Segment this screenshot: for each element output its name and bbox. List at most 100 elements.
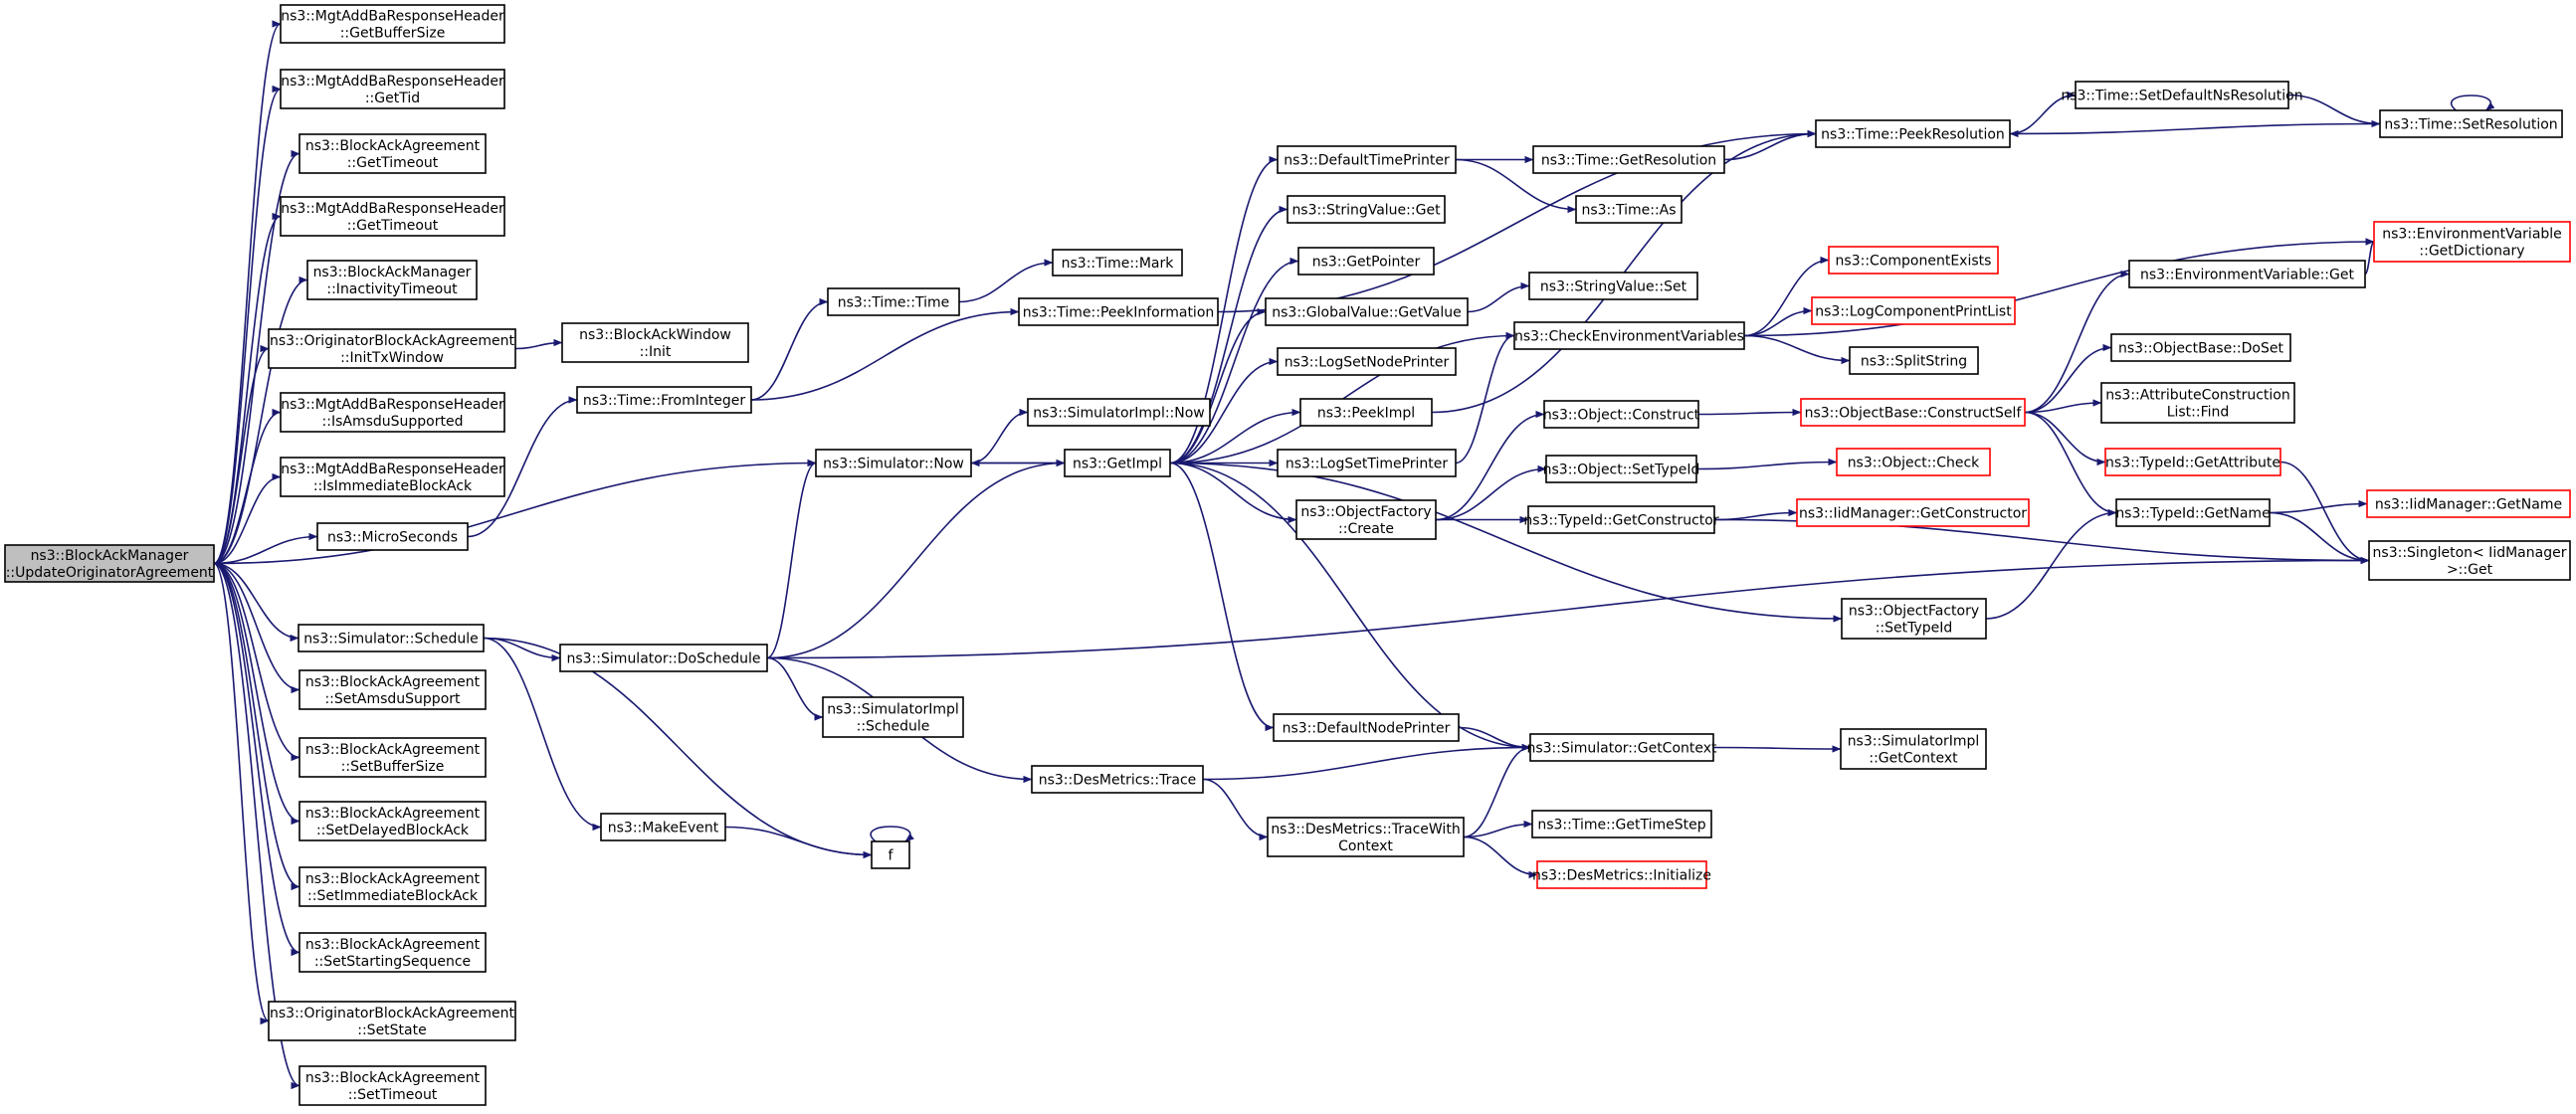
node-logCompPrint[interactable]: ns3::LogComponentPrintList bbox=[1811, 296, 2016, 325]
node-initTx[interactable]: ns3::OriginatorBlockAckAgreement::InitTx… bbox=[268, 328, 516, 369]
node-desInit[interactable]: ns3::DesMetrics::Initialize bbox=[1532, 860, 1711, 889]
node-box bbox=[2115, 498, 2271, 527]
node-f[interactable]: f bbox=[871, 840, 910, 869]
node-isImm[interactable]: ns3::MgtAddBaResponseHeader::IsImmediate… bbox=[280, 457, 505, 497]
node-getTimeoutAgr[interactable]: ns3::BlockAckAgreement::GetTimeout bbox=[298, 133, 487, 174]
node-envVarGet[interactable]: ns3::EnvironmentVariable::Get bbox=[2128, 260, 2366, 288]
node-simImplSched[interactable]: ns3::SimulatorImpl::Schedule bbox=[822, 696, 964, 738]
node-getTid[interactable]: ns3::MgtAddBaResponseHeader::GetTid bbox=[280, 69, 505, 109]
node-setAmsdu[interactable]: ns3::BlockAckAgreement::SetAmsduSupport bbox=[298, 669, 487, 710]
node-strValGet[interactable]: ns3::StringValue::Get bbox=[1287, 195, 1446, 224]
node-strValSet[interactable]: ns3::StringValue::Set bbox=[1528, 272, 1698, 300]
node-objConstruct[interactable]: ns3::Object::Construct bbox=[1543, 400, 1700, 429]
node-objSetTid[interactable]: ns3::Object::SetTypeId bbox=[1543, 455, 1700, 483]
node-objFactSetTid[interactable]: ns3::ObjectFactory::SetTypeId bbox=[1841, 598, 1987, 640]
node-box bbox=[559, 644, 768, 672]
node-setState[interactable]: ns3::OriginatorBlockAckAgreement::SetSta… bbox=[268, 1001, 516, 1041]
node-peekRes[interactable]: ns3::Time::PeekResolution bbox=[1815, 119, 2011, 148]
node-tidGetAttr[interactable]: ns3::TypeId::GetAttribute bbox=[2104, 448, 2281, 476]
node-getImpl[interactable]: ns3::GetImpl bbox=[1064, 449, 1171, 477]
node-timeAs[interactable]: ns3::Time::As bbox=[1575, 195, 1683, 224]
node-micro[interactable]: ns3::MicroSeconds bbox=[316, 522, 469, 551]
node-compExists[interactable]: ns3::ComponentExists bbox=[1828, 246, 1999, 275]
node-simImplGetCtx[interactable]: ns3::SimulatorImpl::GetContext bbox=[1840, 728, 1987, 770]
node-getTimeStep[interactable]: ns3::Time::GetTimeStep bbox=[1531, 810, 1712, 838]
node-label: ns3::OriginatorBlockAckAgreement bbox=[270, 333, 514, 349]
node-splitString[interactable]: ns3::SplitString bbox=[1849, 346, 1979, 375]
node-objBaseDoSet[interactable]: ns3::ObjectBase::DoSet bbox=[2110, 333, 2291, 362]
node-fromInt[interactable]: ns3::Time::FromInteger bbox=[576, 386, 752, 414]
node-label: ns3::SimulatorImpl bbox=[1848, 734, 1980, 750]
node-objBaseCS[interactable]: ns3::ObjectBase::ConstructSelf bbox=[1800, 398, 2026, 427]
node-root[interactable]: ns3::BlockAckManager::UpdateOriginatorAg… bbox=[4, 544, 215, 583]
node-label: ns3::MgtAddBaResponseHeader bbox=[281, 462, 504, 477]
node-setImm[interactable]: ns3::BlockAckAgreement::SetImmediateBloc… bbox=[298, 866, 487, 907]
node-label: ::UpdateOriginatorAgreement bbox=[6, 565, 214, 581]
node-iidGetName[interactable]: ns3::IidManager::GetName bbox=[2366, 489, 2571, 518]
call-edge-checkEnv-to-compExists bbox=[1743, 256, 1830, 337]
call-edge-setRes-to-setRes bbox=[2450, 94, 2495, 111]
node-label: ns3::SimulatorImpl::Now bbox=[1033, 406, 1205, 422]
node-peekInfo[interactable]: ns3::Time::PeekInformation bbox=[1018, 297, 1219, 326]
node-box bbox=[306, 260, 478, 300]
node-setRes[interactable]: ns3::Time::SetResolution bbox=[2379, 109, 2563, 138]
node-inactivity[interactable]: ns3::BlockAckManager::InactivityTimeout bbox=[306, 260, 478, 300]
node-logSetNode[interactable]: ns3::LogSetNodePrinter bbox=[1277, 347, 1457, 376]
node-objCheck[interactable]: ns3::Object::Check bbox=[1836, 448, 1991, 476]
node-getPointer[interactable]: ns3::GetPointer bbox=[1297, 247, 1435, 276]
node-box bbox=[280, 457, 505, 497]
node-logSetTime[interactable]: ns3::LogSetTimePrinter bbox=[1277, 449, 1457, 477]
node-simGetContext[interactable]: ns3::Simulator::GetContext bbox=[1526, 733, 1717, 762]
node-tidGetName[interactable]: ns3::TypeId::GetName bbox=[2115, 498, 2271, 527]
node-getTimeoutHdr[interactable]: ns3::MgtAddBaResponseHeader::GetTimeout bbox=[280, 196, 505, 237]
node-label: ::InactivityTimeout bbox=[326, 281, 458, 297]
node-label: ns3::BlockAckAgreement bbox=[305, 138, 481, 154]
node-defTimePrinter[interactable]: ns3::DefaultTimePrinter bbox=[1277, 145, 1457, 174]
node-schedule[interactable]: ns3::Simulator::Schedule bbox=[297, 624, 485, 652]
node-label: ns3::BlockAckAgreement bbox=[305, 674, 481, 690]
node-setTimeout[interactable]: ns3::BlockAckAgreement::SetTimeout bbox=[298, 1065, 487, 1106]
call-edge-defTimePrinter-to-timeAs bbox=[1455, 158, 1577, 214]
node-label: ::GetContext bbox=[1869, 751, 1958, 767]
node-getResolution[interactable]: ns3::Time::GetResolution bbox=[1532, 145, 1725, 174]
node-timeMark[interactable]: ns3::Time::Mark bbox=[1052, 249, 1183, 277]
node-setDelayed[interactable]: ns3::BlockAckAgreement::SetDelayedBlockA… bbox=[298, 801, 487, 841]
node-label: ns3::Time::GetTimeStep bbox=[1537, 818, 1705, 834]
node-isAmsdu[interactable]: ns3::MgtAddBaResponseHeader::IsAmsduSupp… bbox=[280, 392, 505, 433]
node-label: ns3::Singleton< IidManager bbox=[2373, 545, 2567, 561]
node-box bbox=[1299, 398, 1433, 427]
node-makeEvent[interactable]: ns3::MakeEvent bbox=[600, 813, 726, 841]
node-checkEnv[interactable]: ns3::CheckEnvironmentVariables bbox=[1513, 321, 1745, 350]
node-defNodePrinter[interactable]: ns3::DefaultNodePrinter bbox=[1273, 713, 1460, 742]
node-timeTime[interactable]: ns3::Time::Time bbox=[827, 287, 960, 316]
node-tidGetCtor[interactable]: ns3::TypeId::GetConstructor bbox=[1523, 505, 1719, 534]
node-label: ns3::StringValue::Get bbox=[1291, 203, 1441, 219]
node-bawInit[interactable]: ns3::BlockAckWindow::Init bbox=[561, 322, 749, 363]
node-doSchedule[interactable]: ns3::Simulator::DoSchedule bbox=[559, 644, 768, 672]
node-iidGetCtor[interactable]: ns3::IidManager::GetConstructor bbox=[1796, 498, 2030, 527]
node-getBufferSizeHdr[interactable]: ns3::MgtAddBaResponseHeader::GetBufferSi… bbox=[280, 4, 505, 44]
node-setStart[interactable]: ns3::BlockAckAgreement::SetStartingSeque… bbox=[298, 932, 487, 973]
node-peekImpl[interactable]: ns3::PeekImpl bbox=[1299, 398, 1433, 427]
node-simImplNow[interactable]: ns3::SimulatorImpl::Now bbox=[1027, 398, 1211, 427]
node-desTrace[interactable]: ns3::DesMetrics::Trace bbox=[1031, 765, 1204, 794]
node-label: ns3::IidManager::GetConstructor bbox=[1799, 506, 2027, 522]
node-label: ns3::LogSetTimePrinter bbox=[1286, 457, 1449, 472]
call-edge-doSchedule-to-simNow bbox=[766, 459, 817, 659]
node-objFactCreate[interactable]: ns3::ObjectFactory::Create bbox=[1295, 499, 1437, 540]
node-label: ns3::TypeId::GetConstructor bbox=[1523, 513, 1718, 529]
node-gvGetValue[interactable]: ns3::GlobalValue::GetValue bbox=[1265, 297, 1469, 326]
call-edge-objBaseCS-to-envVarGet bbox=[2024, 270, 2130, 414]
node-envVarGetDict[interactable]: ns3::EnvironmentVariable::GetDictionary bbox=[2373, 221, 2571, 263]
node-box bbox=[297, 624, 485, 652]
node-setDefRes[interactable]: ns3::Time::SetDefaultNsResolution bbox=[2061, 81, 2303, 109]
node-simNow[interactable]: ns3::Simulator::Now bbox=[815, 449, 972, 477]
node-label: ns3::BlockAckAgreement bbox=[305, 806, 481, 822]
node-label: Context bbox=[1338, 838, 1393, 854]
node-setBuffer[interactable]: ns3::BlockAckAgreement::SetBufferSize bbox=[298, 737, 487, 778]
call-edge-root-to-micro bbox=[213, 532, 318, 565]
node-singletonGet[interactable]: ns3::Singleton< IidManager>::Get bbox=[2368, 540, 2571, 581]
node-box bbox=[2075, 81, 2289, 109]
